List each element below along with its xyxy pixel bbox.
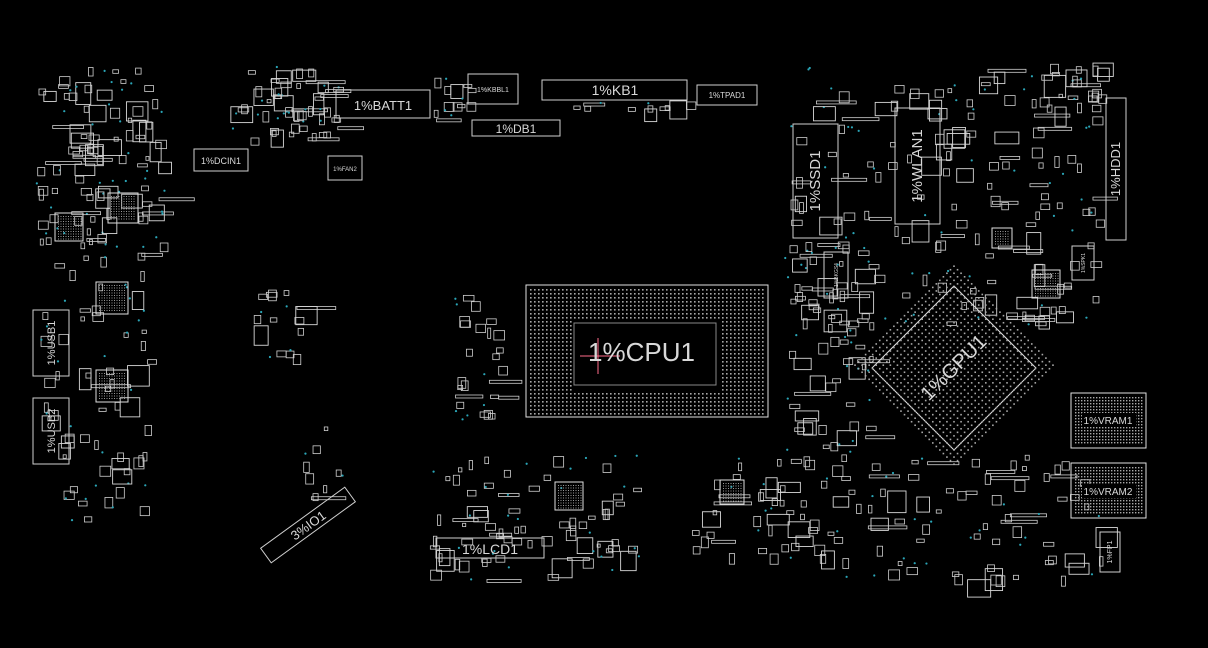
usb1-label: 1%USB1 [46,321,58,366]
vram1-chip[interactable]: 1%VRAM1 [1070,392,1147,449]
vram2-chip[interactable]: 1%VRAM2 [1070,462,1147,519]
usb2-connector[interactable]: 1%USB2 [32,397,70,465]
fp-label: 1%FP1 [1107,540,1114,563]
hdd-label: 1%HDD1 [1108,142,1123,196]
cpu-package[interactable]: 1%CPU1 [525,284,769,418]
kbbl-label: 1%KBBL1 [477,87,509,94]
wlan-label: 1%WLAN1 [909,129,926,202]
bkgs-connector[interactable]: 1%BKGS4 [823,251,849,299]
batt-connector[interactable]: 1%BATT1 [335,89,431,119]
dcin-label: 1%DCIN1 [201,156,241,166]
hdd-connector[interactable]: 1%HDD1 [1105,97,1127,241]
vram1-label: 1%VRAM1 [1084,416,1133,427]
gpu-package[interactable]: 1%GPU1 [854,265,1054,465]
usb2-label: 1%USB2 [46,409,58,454]
cpu-ball-grid [530,289,764,415]
tpad-label: 1%TPAD1 [709,91,746,100]
vram2-label: 1%VRAM2 [1084,487,1133,498]
kb-connector[interactable]: 1%KB1 [541,79,688,101]
tpad-connector[interactable]: 1%TPAD1 [696,84,758,106]
spk-connector[interactable]: 1%SPK1 [1071,245,1095,281]
usb1-connector[interactable]: 1%USB1 [32,309,70,377]
dcin-connector[interactable]: 1%DCIN1 [193,148,249,172]
lcd-label: 1%LCD1 [462,541,518,557]
kb-label: 1%KB1 [592,82,639,98]
bkgs-label: 1%BKGS4 [834,263,840,287]
wlan-slot[interactable]: 1%WLAN1 [894,107,941,225]
gpu-ball-grid [854,265,1054,465]
fan-label: 1%FAN2 [333,167,357,173]
kbbl-connector[interactable]: 1%KBBL1 [467,73,519,105]
ssd-slot[interactable]: 1%SSD1 [792,123,839,239]
fan-connector[interactable]: 1%FAN2 [327,155,363,181]
batt-label: 1%BATT1 [354,98,412,113]
db-label: 1%DB1 [496,122,537,136]
db-connector[interactable]: 1%DB1 [471,119,561,137]
spk-label: 1%SPK1 [1081,253,1087,273]
lcd-connector[interactable]: 1%LCD1 [435,537,545,559]
small-components-layer [35,62,1118,598]
cpu-label: 1%CPU1 [588,337,695,367]
fp-connector[interactable]: 1%FP1 [1099,531,1121,573]
io-connector[interactable]: 3%IO1 [259,486,357,564]
ssd-label: 1%SSD1 [807,151,824,212]
